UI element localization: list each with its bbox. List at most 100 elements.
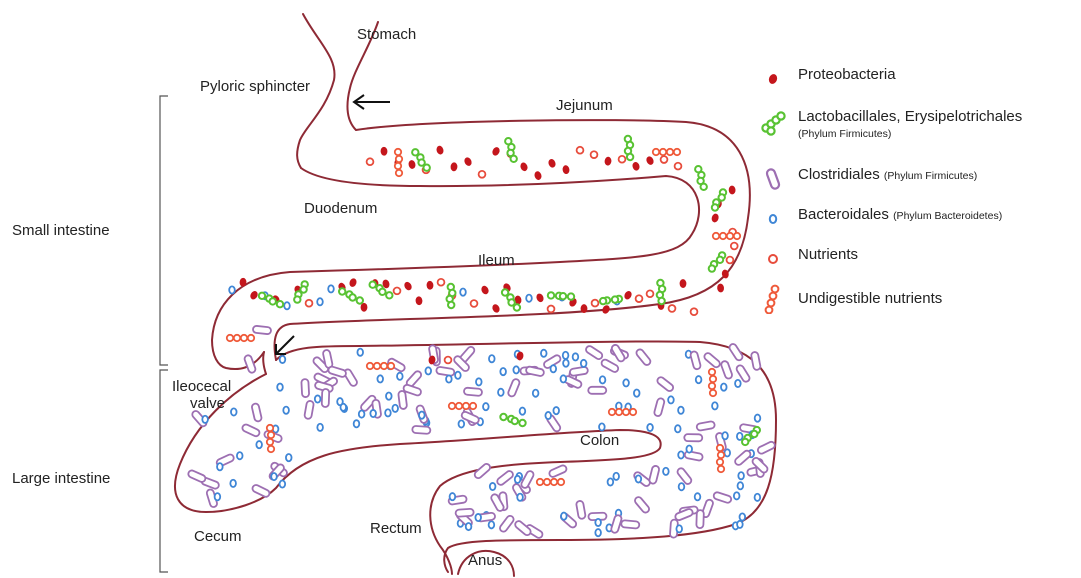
bacteroidales-cell [678,407,684,414]
legend-label-bacteroidales: Bacteroidales (Phylum Bacteroidetes) [798,206,1002,223]
nutrient-particle [591,151,598,158]
bacteroidales-cell [533,390,539,397]
bacteroidales-cell [721,383,727,390]
lactobacillales-chain [600,298,606,304]
clostridiales-cell [649,465,660,484]
bacteroidales-cell [202,416,208,423]
nutrient-particle [727,257,734,264]
bacteroidales-cell [561,513,567,520]
bacteroidales-cell [737,521,743,528]
proteobacteria-cell [728,185,735,194]
label-ileum: Ileum [478,252,515,269]
undigestible-nutrient [367,363,373,369]
bacteroidales-cell [229,286,235,293]
clostridiales-cell [251,484,270,498]
proteobacteria-cell [562,165,570,175]
clostridiales-cell [674,508,693,521]
bacteroidales-cell [734,492,740,499]
lactobacillales-chain [701,184,707,190]
proteobacteria-cell [535,292,545,303]
clostridiales-cell [621,520,640,529]
clostridiales-cell [635,348,652,366]
bacteroidales-cell [678,451,684,458]
bacteroidales-cell [460,289,466,296]
bacteroidales-cell [483,403,489,410]
clostridiales-cell [187,469,206,483]
bacteroidales-cell [337,398,343,405]
bacteroidales-icon [758,204,788,234]
undigestible-nutrient [463,403,469,409]
proteobacteria-cell [348,277,357,288]
bacteroidales-cell [722,432,728,439]
clostridiales-cell [751,351,761,370]
nutrient-particle [577,147,584,154]
undigestible-nutrient [248,335,254,341]
undigestible-nutrient [470,403,476,409]
nutrient-particle [661,156,668,163]
lactobacillales-chain [612,296,618,302]
clostridiales-cell [499,514,515,533]
region-brackets [160,96,168,572]
label-ileocecal-valve: Ileocecal valve [172,378,231,413]
undigestible-nutrient [710,376,716,382]
nutrient-particle [619,156,626,163]
label-ileocecal-line2: valve [190,395,225,412]
bacteroidales-cell [357,349,363,356]
legend-label-undigestible: Undigestible nutrients [798,290,942,307]
bacteroidales-cell [600,376,606,383]
bacteroidales-cell [623,379,629,386]
lactobacillales-chain [717,257,723,263]
undigestible-nutrient [267,425,273,431]
clostridiales-cell [654,398,665,417]
bacteroidales-cell [526,295,532,302]
nutrient-particle [438,279,445,286]
bacteroidales-cell [328,285,334,292]
proteobacteria-cell [717,283,725,292]
bacteroidales-cell [359,410,365,417]
bacteroidales-cell [455,372,461,379]
bacteroidales-cell [490,483,496,490]
proteobacteria-cell [534,170,543,180]
small-intestine-inner [212,168,699,369]
label-duodenum: Duodenum [304,200,377,217]
clostridiales-cell [507,378,520,397]
clostridiales-cell [322,389,330,407]
undigestible-nutrient [709,383,715,389]
bacteroidales-cell [283,407,289,414]
proteobacteria-cell [547,158,557,169]
undigestible-nutrient [381,363,387,369]
bacteroidales-cell [354,420,360,427]
proteobacteria-cell [604,156,612,165]
clostridiales-cell [696,421,715,431]
bacteroidales-cell [215,493,221,500]
undigestible-nutrient [395,163,401,169]
undigestible-nutrient [449,403,455,409]
nutrient-particle [675,163,682,170]
nutrient-particle [479,171,486,178]
lactobacillales-chain [448,302,454,308]
proteobacteria-cell [480,285,490,296]
clostridiales-cell [548,464,567,478]
nutrient-particle [306,300,313,307]
undigestible-nutrient [374,363,380,369]
undigestible-nutrient [268,446,274,452]
undigestible-nutrient [456,403,462,409]
bacteroidales-cell [385,409,391,416]
bacteroidales-cell [286,454,292,461]
proteobacteria-cell [426,281,434,290]
bacteroidales-cell [647,424,653,431]
bacteroidales-cell [284,302,290,309]
proteobacteria-cell [450,162,457,171]
nutrient-particle [471,300,478,307]
undigestible-nutrient [674,149,680,155]
bacteroidales-cell [280,480,286,487]
bacteroidales-cell [541,350,547,357]
clostridiales-cell [588,387,606,394]
bacteroidales-cell [608,478,614,485]
lactobacillales-chain [751,431,757,437]
clostridiales-cell [734,449,752,466]
lactobacillales-chain [349,294,355,300]
bacteroidales-cell [459,420,465,427]
